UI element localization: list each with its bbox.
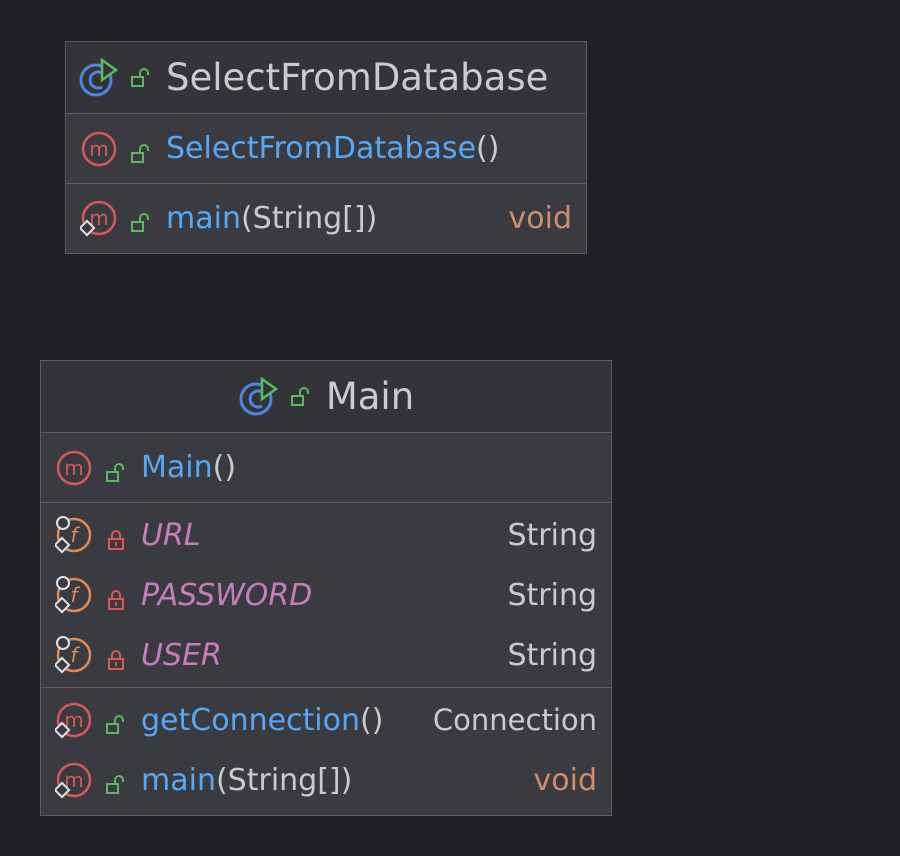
svg-text:m: m bbox=[89, 206, 108, 230]
svg-text:f: f bbox=[70, 523, 80, 547]
methods-section: m main(String[]) void bbox=[66, 184, 586, 252]
public-lock-icon bbox=[130, 138, 152, 163]
field-type: String bbox=[507, 517, 597, 553]
svg-text:m: m bbox=[64, 708, 83, 732]
method-icon: m bbox=[55, 449, 93, 487]
return-type: Connection bbox=[432, 703, 597, 737]
class-icon bbox=[238, 376, 278, 417]
constructor-signature: Main() bbox=[141, 450, 237, 485]
constructor-signature: SelectFromDatabase() bbox=[166, 131, 500, 166]
constructors-section: m SelectFromDatabase() bbox=[66, 114, 586, 184]
class-name: SelectFromDatabase bbox=[166, 56, 549, 99]
method-row-main[interactable]: m main(String[]) void bbox=[66, 184, 586, 252]
public-lock-icon bbox=[105, 769, 127, 794]
class-box-selectfromdatabase[interactable]: SelectFromDatabase m SelectFromDatabase(… bbox=[65, 41, 587, 254]
public-lock-icon bbox=[290, 386, 312, 408]
svg-text:m: m bbox=[64, 768, 83, 792]
private-lock-icon bbox=[105, 524, 127, 550]
fields-section: f URL String f bbox=[41, 503, 611, 688]
method-row-main[interactable]: m main(String[]) void bbox=[41, 750, 611, 810]
method-signature: getConnection() bbox=[141, 702, 384, 738]
class-name: Main bbox=[325, 375, 415, 418]
public-lock-icon bbox=[130, 207, 152, 232]
svg-text:f: f bbox=[70, 643, 80, 667]
static-method-icon: m bbox=[78, 199, 118, 237]
private-lock-icon bbox=[105, 644, 127, 670]
class-icon bbox=[78, 57, 119, 98]
field-type: String bbox=[507, 577, 597, 613]
static-final-field-icon: f bbox=[53, 636, 93, 674]
public-lock-icon bbox=[130, 67, 152, 89]
field-name: USER bbox=[141, 637, 222, 673]
svg-text:f: f bbox=[70, 583, 80, 607]
static-method-icon: m bbox=[53, 761, 93, 799]
svg-text:m: m bbox=[64, 456, 83, 480]
field-row-url[interactable]: f URL String bbox=[41, 505, 611, 565]
field-row-password[interactable]: f PASSWORD String bbox=[41, 565, 611, 625]
static-method-icon: m bbox=[53, 701, 93, 739]
class-box-main[interactable]: Main m Main() f bbox=[40, 360, 612, 816]
constructor-row[interactable]: m Main() bbox=[41, 433, 611, 502]
public-lock-icon bbox=[105, 709, 127, 734]
constructor-row[interactable]: m SelectFromDatabase() bbox=[66, 114, 586, 183]
class-header: SelectFromDatabase bbox=[66, 42, 586, 114]
public-lock-icon bbox=[105, 457, 127, 482]
class-header: Main bbox=[41, 361, 611, 433]
private-lock-icon bbox=[105, 584, 127, 610]
method-signature: main(String[]) bbox=[166, 200, 378, 236]
field-type: String bbox=[507, 637, 597, 673]
method-row-getconnection[interactable]: m getConnection() Connection bbox=[41, 690, 611, 750]
return-type: void bbox=[533, 762, 598, 798]
svg-text:m: m bbox=[89, 137, 108, 161]
static-final-field-icon: f bbox=[53, 576, 93, 614]
methods-section: m getConnection() Connection m bbox=[41, 688, 611, 810]
return-type: void bbox=[508, 200, 573, 236]
method-signature: main(String[]) bbox=[141, 762, 353, 798]
constructors-section: m Main() bbox=[41, 433, 611, 503]
field-name: URL bbox=[141, 517, 201, 553]
field-name: PASSWORD bbox=[141, 577, 313, 613]
static-final-field-icon: f bbox=[53, 516, 93, 554]
method-icon: m bbox=[80, 130, 118, 168]
field-row-user[interactable]: f USER String bbox=[41, 625, 611, 685]
